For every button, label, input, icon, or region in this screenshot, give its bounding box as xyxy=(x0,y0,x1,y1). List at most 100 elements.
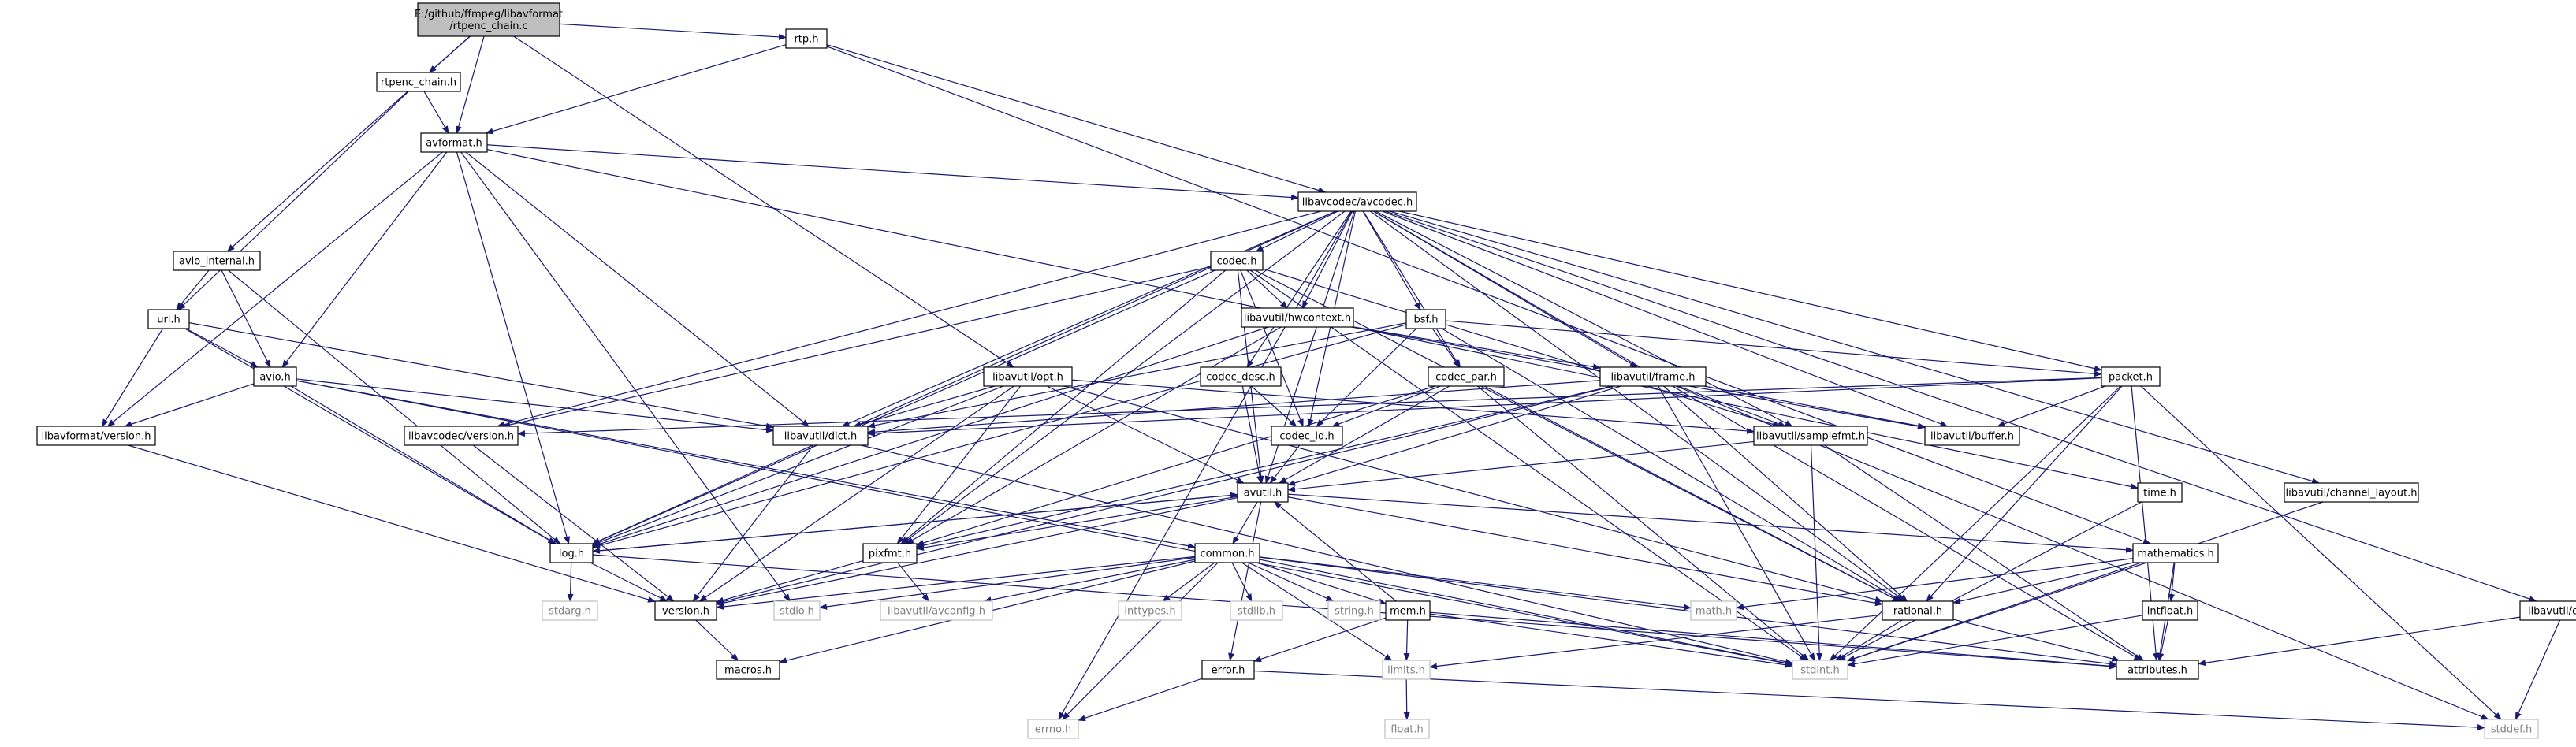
node-avio-h[interactable]: avio.h xyxy=(253,366,297,387)
node-label: mathematics.h xyxy=(2137,548,2214,560)
node-libavcodec-version-h[interactable]: libavcodec/version.h xyxy=(404,426,519,446)
node-label: E:/github/ffmpeg/libavformat xyxy=(415,9,563,20)
edge-common_h-to-version_h xyxy=(716,556,1196,610)
node-codec-par-h[interactable]: codec_par.h xyxy=(1428,366,1505,387)
node-rtp-h[interactable]: rtp.h xyxy=(785,28,828,49)
node-pixfmt-h[interactable]: pixfmt.h xyxy=(862,543,918,563)
node-error-h[interactable]: error.h xyxy=(1201,660,1255,680)
node-box xyxy=(1882,600,1954,621)
edge-url_h-to-log_h xyxy=(184,328,557,544)
node-codec-id-h[interactable]: codec_id.h xyxy=(1271,426,1343,446)
edge-avio_h-to-stdint_h xyxy=(296,380,1793,667)
edge-avio_internal_h-to-avio_h xyxy=(221,269,271,368)
edge-intfloat_h-to-attributes_h xyxy=(2157,619,2169,661)
node-avio-internal-h[interactable]: avio_internal.h xyxy=(173,251,261,271)
node-label: stdlib.h xyxy=(1238,606,1275,618)
node-rational-h[interactable]: rational.h xyxy=(1882,600,1954,621)
node-macros-h[interactable]: macros.h xyxy=(716,660,780,680)
node-box xyxy=(1194,543,1260,563)
node-log-h[interactable]: log.h xyxy=(549,543,594,563)
node-dict-h[interactable]: libavutil/dict.h xyxy=(772,426,869,446)
edge-packet_h-to-libavcodec_version_h xyxy=(517,377,2102,437)
node-label: avio.h xyxy=(259,372,290,384)
node-intfloat-h[interactable]: intfloat.h xyxy=(2142,600,2198,621)
node-label: libavutil/channel_layout.h xyxy=(2286,488,2418,500)
node-label: libavutil/buffer.h xyxy=(1930,431,2014,443)
node-packet-h[interactable]: packet.h xyxy=(2101,366,2161,387)
edge-avutil_h-to-pixfmt_h xyxy=(916,496,1238,551)
node-box xyxy=(1210,251,1264,271)
node-box xyxy=(716,660,780,680)
node-stdint-h: stdint.h xyxy=(1792,660,1848,680)
node-time-h[interactable]: time.h xyxy=(2137,482,2183,503)
edge-libavcodec_version_h-to-version_h xyxy=(473,444,675,602)
node-box xyxy=(1200,366,1282,387)
node-hwcontext-h[interactable]: libavutil/hwcontext.h xyxy=(1241,307,1354,328)
node-label: stdio.h xyxy=(780,606,814,618)
edge-avio_h-to-common_h xyxy=(296,380,1196,549)
edge-avio_h-to-log_h xyxy=(290,385,557,544)
edge-avutil_h-to-mathematics_h xyxy=(1287,493,2134,553)
edge-codec_h-to-libavcodec_version_h xyxy=(502,266,1212,428)
node-label: stdarg.h xyxy=(549,606,591,618)
node-codec-h[interactable]: codec.h xyxy=(1210,251,1264,271)
node-mathematics-h[interactable]: mathematics.h xyxy=(2132,543,2219,563)
node-box xyxy=(1924,426,2020,446)
node-channel-layout-h[interactable]: libavutil/channel_layout.h xyxy=(2284,482,2419,503)
node-avutil-h[interactable]: avutil.h xyxy=(1237,482,1289,503)
node-mem-h[interactable]: mem.h xyxy=(1385,600,1431,621)
node-common-h[interactable]: common.h xyxy=(1194,543,1260,563)
node-box xyxy=(862,543,918,563)
node-box xyxy=(880,600,993,621)
edge-common_h-to-stdint_h xyxy=(1259,559,1793,667)
node-opt-h[interactable]: libavutil/opt.h xyxy=(983,366,1073,387)
node-label: libavcodec/avcodec.h xyxy=(1302,197,1413,209)
node-buffer-h[interactable]: libavutil/buffer.h xyxy=(1924,426,2020,446)
edge-hwcontext_h-to-log_h xyxy=(592,326,1269,548)
edge-mem_h-to-stdint_h xyxy=(1429,613,1793,668)
edge-mem_h-to-avutil_h xyxy=(1273,501,1397,602)
edge-avcodec_h-to-buffer_h xyxy=(1382,210,1949,427)
node-label: rtpenc_chain.h xyxy=(381,77,456,89)
node-avformat-h[interactable]: avformat.h xyxy=(420,132,488,153)
node-math-h: math.h xyxy=(1690,600,1737,621)
node-avcodec-h[interactable]: libavcodec/avcodec.h xyxy=(1297,191,1417,212)
node-box xyxy=(1384,719,1430,739)
edge-avutil_h-to-version_h xyxy=(716,496,1238,607)
edge-pixfmt_h-to-version_h xyxy=(716,560,864,604)
node-box xyxy=(2519,600,2576,621)
node-root[interactable]: E:/github/ffmpeg/libavformat/rtpenc_chai… xyxy=(415,2,563,37)
node-errno-h: errno.h xyxy=(1027,719,1079,739)
edge-frame_h-to-dict_h xyxy=(867,380,1601,436)
node-version-h[interactable]: version.h xyxy=(654,600,717,621)
edge-codec_par_h-to-pixfmt_h xyxy=(916,385,1436,546)
edge-rtp_h-to-mathematics_h xyxy=(826,46,2152,544)
node-box xyxy=(1599,366,1707,387)
node-box xyxy=(1201,660,1255,680)
node-bsf-h[interactable]: bsf.h xyxy=(1405,309,1446,329)
edge-codec_h-to-rational_h xyxy=(1255,269,1900,602)
node-box xyxy=(2137,482,2183,503)
edge-cpu_h-to-stddef_h xyxy=(2515,619,2561,720)
node-box xyxy=(1382,660,1431,680)
node-rtpenc-chain-h[interactable]: rtpenc_chain.h xyxy=(376,72,461,92)
node-codec-desc-h[interactable]: codec_desc.h xyxy=(1200,366,1282,387)
edge-mathematics_h-to-math_h xyxy=(1736,558,2134,611)
node-label: packet.h xyxy=(2109,372,2153,384)
edge-mathematics_h-to-rational_h xyxy=(1952,562,2134,604)
edge-root-to-avformat_h xyxy=(455,35,485,134)
node-limits-h: limits.h xyxy=(1382,660,1431,680)
node-frame-h[interactable]: libavutil/frame.h xyxy=(1599,366,1707,387)
node-label: /rtpenc_chain.c xyxy=(449,20,527,32)
node-url-h[interactable]: url.h xyxy=(147,309,190,329)
node-cpu-h[interactable]: libavutil/cpu.h xyxy=(2519,600,2576,621)
edge-avutil_h-to-rational_h xyxy=(1287,496,1883,607)
edge-avio_h-to-libavformat_version_h xyxy=(124,383,255,427)
edge-samplefmt_h-to-stdint_h xyxy=(1810,444,1823,661)
edge-common_h-to-stdio_h xyxy=(819,556,1196,610)
node-attributes-h[interactable]: attributes.h xyxy=(2116,660,2199,680)
node-samplefmt-h[interactable]: libavutil/samplefmt.h xyxy=(1753,426,1868,446)
node-label: libavutil/opt.h xyxy=(992,372,1063,384)
node-libavformat-version-h[interactable]: libavformat/version.h xyxy=(36,426,156,446)
edge-avcodec_h-to-codec_par_h xyxy=(1362,210,1461,368)
